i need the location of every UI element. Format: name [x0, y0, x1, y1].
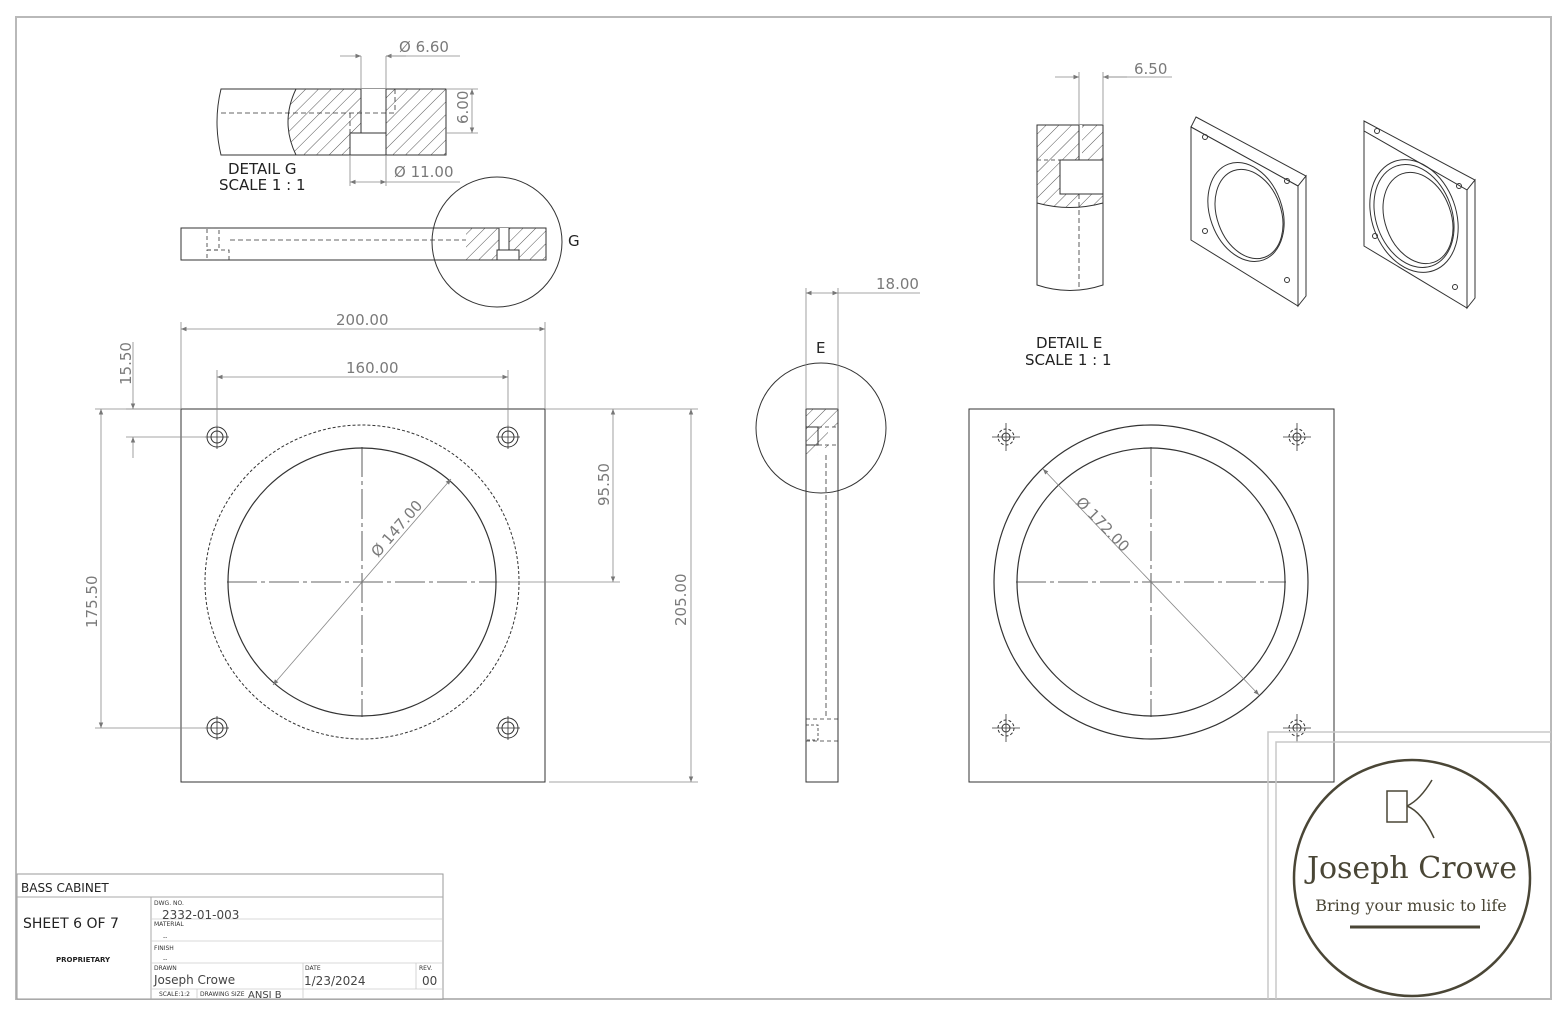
- scale-label: SCALE:1:2: [159, 991, 190, 998]
- logo-frame: [1267, 731, 1551, 999]
- detail-e: 6.50 DETAIL E SCALE 1 : 1: [1025, 60, 1172, 369]
- dim-hole-spacing-x: 160.00: [346, 359, 399, 377]
- detail-e-callout: E: [816, 339, 825, 357]
- logo-tagline: Bring your music to life: [1315, 896, 1507, 915]
- detail-g: Ø 6.60 6.00 Ø 11.00 DETAIL G SCALE 1 : 1: [216, 38, 478, 194]
- drawing-size: ANSI B: [248, 990, 282, 1001]
- isometric-view-front: [1190, 116, 1307, 308]
- logo-name: Joseph Crowe: [1304, 851, 1517, 886]
- dim-width: 200.00: [336, 311, 389, 329]
- sheet-number: SHEET 6 OF 7: [23, 916, 119, 932]
- dim-recess-dia: Ø 172.00: [1072, 493, 1133, 555]
- dim-hole-dia: Ø 6.60: [399, 38, 449, 56]
- back-hole-bl: [992, 714, 1020, 742]
- material-value: --: [163, 934, 167, 941]
- finish-label: FINISH: [154, 945, 174, 952]
- drawn-label: DRAWN: [154, 965, 177, 972]
- back-hole-tl: [992, 423, 1020, 451]
- dim-counterbore-dia: Ø 11.00: [394, 163, 454, 181]
- date-label: DATE: [305, 965, 321, 972]
- dim-thickness: 18.00: [876, 275, 919, 293]
- dim-height: 205.00: [672, 574, 690, 627]
- finish-value: --: [163, 956, 167, 963]
- mount-hole-tl: [205, 425, 229, 449]
- logo-mark-icon: [1386, 779, 1435, 839]
- title-block: BASS CABINET SHEET 6 OF 7 PROPRIETARY DW…: [16, 873, 444, 1001]
- dim-counterbore-depth: 6.00: [454, 91, 472, 124]
- drawing-title: BASS CABINET: [21, 881, 109, 895]
- dim-hole-height: 175.50: [83, 576, 101, 629]
- side-view: E 18.00: [755, 275, 920, 783]
- back-view: Ø 172.00: [968, 408, 1335, 783]
- brand-logo: Joseph Crowe Bring your music to life: [1292, 758, 1532, 998]
- dim-recess-width: 6.50: [1134, 60, 1167, 78]
- revision: 00: [422, 974, 437, 988]
- front-view-main: Ø 147.00 200.00 160.00 15.50 175.50 95.5…: [83, 311, 698, 783]
- material-label: MATERIAL: [154, 921, 184, 928]
- detail-g-title: DETAIL G: [228, 160, 296, 178]
- detail-e-title: DETAIL E: [1036, 334, 1102, 352]
- section-view-top: G: [180, 176, 580, 308]
- size-label: DRAWING SIZE: [200, 991, 245, 998]
- dim-center-height: 95.50: [595, 463, 613, 506]
- drawn-by: Joseph Crowe: [153, 973, 235, 987]
- back-hole-br: [1283, 714, 1311, 742]
- isometric-view-back: [1363, 120, 1476, 310]
- dwg-no-label: DWG. NO.: [154, 900, 184, 907]
- back-hole-tr: [1283, 423, 1311, 451]
- rev-label: REV.: [419, 965, 432, 972]
- logo-ring: [1292, 758, 1532, 998]
- detail-g-scale: SCALE 1 : 1: [219, 176, 306, 194]
- detail-e-scale: SCALE 1 : 1: [1025, 351, 1112, 369]
- dim-cutout-dia: Ø 147.00: [367, 497, 426, 561]
- mount-hole-br: [496, 716, 520, 740]
- dim-hole-offset: 15.50: [117, 342, 135, 385]
- detail-g-callout: G: [568, 232, 580, 250]
- proprietary-label: PROPRIETARY: [56, 956, 111, 964]
- dwg-no-value: 2332-01-003: [162, 908, 239, 922]
- mount-hole-bl: [205, 716, 229, 740]
- drawing-date: 1/23/2024: [304, 974, 366, 988]
- mount-hole-tr: [496, 425, 520, 449]
- sheet-border: [15, 16, 1552, 1000]
